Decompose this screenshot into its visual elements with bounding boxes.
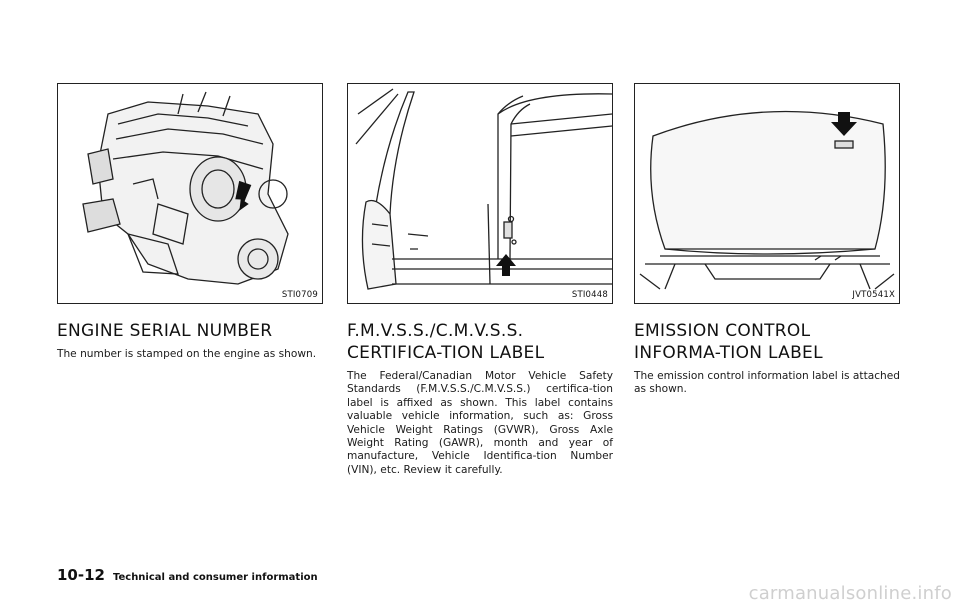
- section-heading: ENGINE SERIAL NUMBER: [57, 321, 273, 341]
- engine-illustration: [82, 91, 289, 285]
- figure-code: STI0709: [281, 290, 318, 300]
- section-engine-serial: STI0709 ENGINE SERIAL NUMBER The number …: [57, 83, 323, 361]
- page-footer: 10-12 Technical and consumer information: [57, 566, 318, 584]
- section-body: The number is stamped on the engine as s…: [57, 348, 317, 360]
- watermark: carmanualsonline.info: [748, 583, 952, 604]
- chapter-title: Technical and consumer information: [112, 572, 318, 583]
- hood-figure: JVT0541X: [634, 83, 900, 304]
- section-heading: EMISSION CONTROL INFORMA-TION LABEL: [634, 321, 823, 363]
- page-number: 10-12: [57, 566, 105, 584]
- engine-figure: STI0709: [57, 83, 323, 304]
- section-emission-label: JVT0541X EMISSION CONTROL INFORMA-TION L…: [634, 83, 900, 397]
- hood-illustration: [639, 110, 895, 290]
- section-heading: F.M.V.S.S./C.M.V.S.S. CERTIFICA-TION LAB…: [347, 321, 545, 363]
- section-body: The Federal/Canadian Motor Vehicle Safet…: [347, 370, 613, 476]
- door-pillar-illustration: [355, 88, 612, 290]
- figure-code: JVT0541X: [852, 290, 895, 300]
- door-pillar-figure: STI0448: [347, 83, 613, 304]
- figure-code: STI0448: [571, 290, 608, 300]
- section-body: The emission control information label i…: [634, 370, 900, 396]
- section-certification-label: STI0448 F.M.V.S.S./C.M.V.S.S. CERTIFICA-…: [347, 83, 613, 477]
